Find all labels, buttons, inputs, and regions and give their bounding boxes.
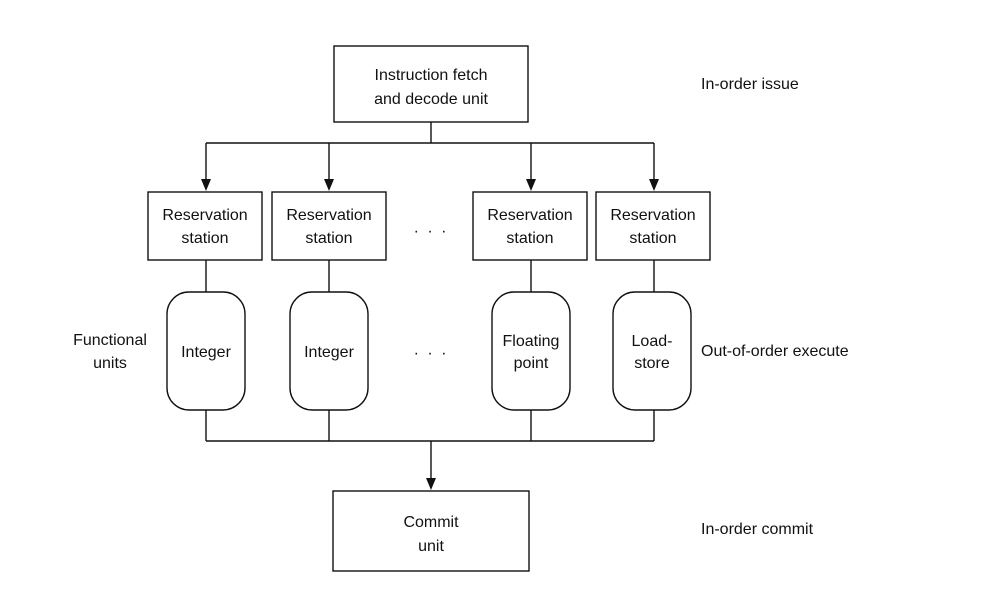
stage-label-execute: Out-of-order execute (701, 343, 849, 360)
rs-to-fu-connectors (205, 260, 655, 292)
functional-unit-label-line1: Load- (632, 333, 673, 350)
issue-bus (201, 122, 659, 191)
functional-unit-floating-point: Floating point (491, 291, 571, 411)
result-bus (205, 410, 655, 490)
reservation-stations-ellipsis: · · · (414, 223, 449, 240)
arrow-to-rs-4 (649, 179, 659, 191)
functional-unit-label-line1: Floating (503, 333, 560, 350)
functional-units-label-line1: Functional (73, 332, 147, 349)
functional-unit-load-store: Load- store (612, 291, 692, 411)
fetch-decode-label-line1: Instruction fetch (375, 67, 488, 84)
arrow-to-rs-2 (324, 179, 334, 191)
arrow-to-commit-unit (426, 478, 436, 490)
reservation-station-label-line2: station (181, 230, 228, 247)
functional-unit-label-line2: point (514, 355, 549, 372)
functional-units-ellipsis: · · · (414, 345, 449, 362)
functional-unit-integer-2: Integer (289, 291, 369, 411)
functional-unit-label: Integer (304, 344, 354, 361)
commit-unit-label-line2: unit (418, 538, 444, 555)
reservation-station-label-line1: Reservation (610, 207, 695, 224)
reservation-station-label-line2: station (305, 230, 352, 247)
commit-unit-label-line1: Commit (403, 514, 459, 531)
reservation-station-label-line1: Reservation (487, 207, 572, 224)
reservation-station-1: Reservation station (147, 191, 263, 261)
stage-label-issue: In-order issue (701, 76, 799, 93)
fetch-decode-label-line2: and decode unit (374, 91, 488, 108)
commit-unit: Commit unit (332, 490, 530, 572)
arrow-to-rs-3 (526, 179, 536, 191)
functional-unit-label: Integer (181, 344, 231, 361)
stage-label-commit: In-order commit (701, 521, 814, 538)
functional-unit-integer-1: Integer (166, 291, 246, 411)
reservation-station-3: Reservation station (472, 191, 588, 261)
reservation-station-label-line1: Reservation (286, 207, 371, 224)
reservation-station-label-line2: station (506, 230, 553, 247)
functional-units-label-line2: units (93, 355, 127, 372)
arrow-to-rs-1 (201, 179, 211, 191)
functional-unit-label-line2: store (634, 355, 670, 372)
reservation-station-4: Reservation station (595, 191, 711, 261)
reservation-station-2: Reservation station (271, 191, 387, 261)
reservation-station-label-line2: station (629, 230, 676, 247)
fetch-decode-unit: Instruction fetch and decode unit (333, 45, 529, 123)
reservation-station-label-line1: Reservation (162, 207, 247, 224)
